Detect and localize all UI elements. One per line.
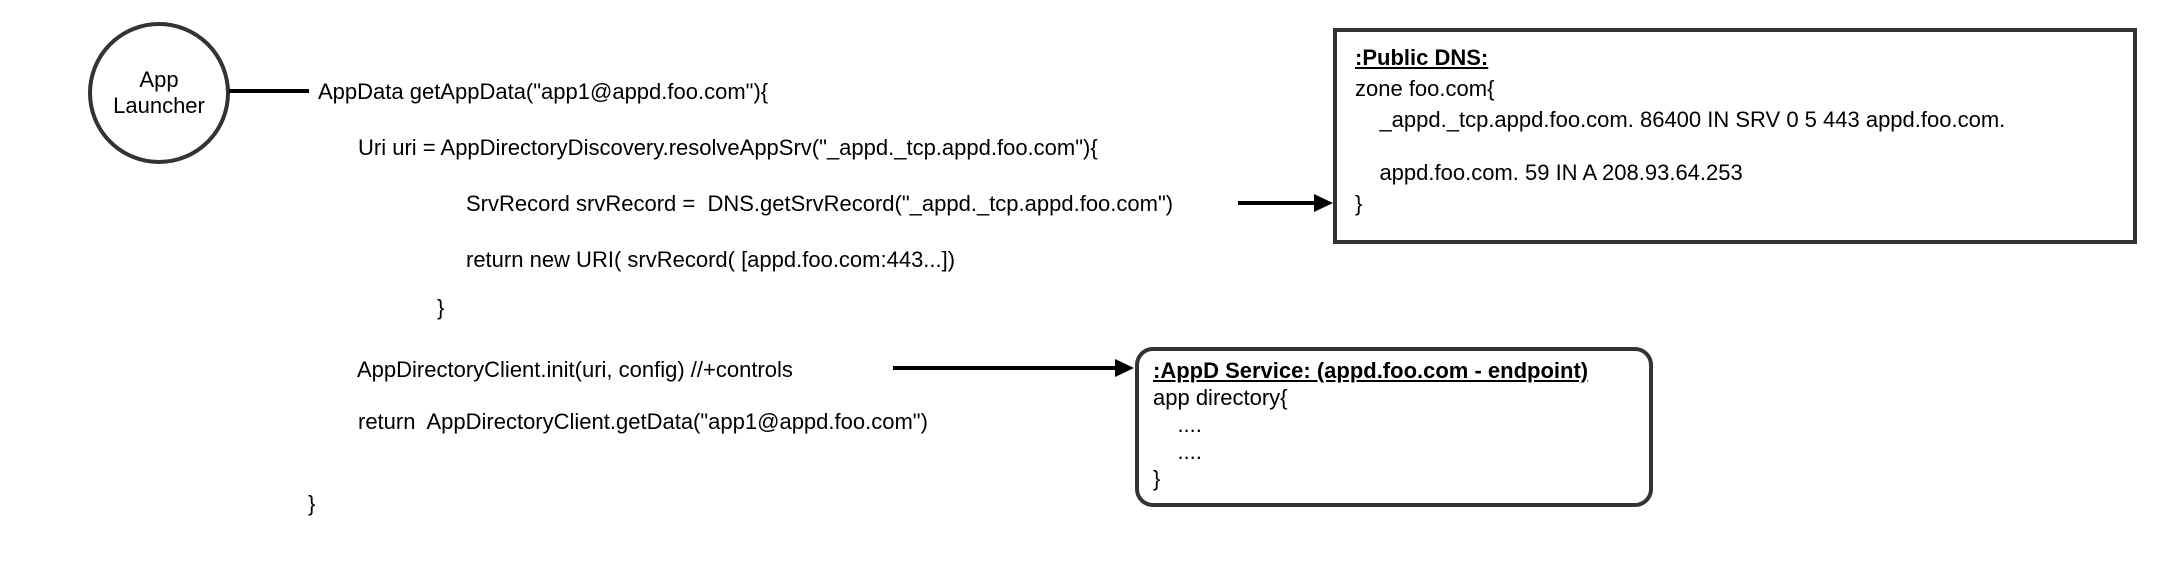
appd-service-box: :AppD Service: (appd.foo.com - endpoint)… — [1135, 347, 1653, 507]
appd-directory-line: app directory{ — [1153, 385, 1288, 410]
code-line-getsrvrecord: SrvRecord srvRecord = DNS.getSrvRecord("… — [466, 191, 1174, 216]
code-line-resolveappsrv: Uri uri = AppDirectoryDiscovery.resolveA… — [358, 135, 1098, 160]
public-dns-box: :Public DNS: zone foo.com{ _appd._tcp.ap… — [1333, 28, 2137, 244]
client-init-arrow-head — [1115, 359, 1134, 377]
app-launcher-label: App Launcher — [113, 67, 205, 118]
appd-dots-line-2: .... — [1153, 439, 1202, 464]
appd-service-box-title: :AppD Service: (appd.foo.com - endpoint) — [1153, 358, 1589, 383]
code-line-outer-closing-brace: } — [308, 491, 316, 516]
app-launcher-actor: App Launcher — [88, 22, 230, 164]
code-line-client-init: AppDirectoryClient.init(uri, config) //+… — [357, 357, 793, 382]
dns-srv-record-line: _appd._tcp.appd.foo.com. 86400 IN SRV 0 … — [1355, 107, 2006, 132]
dns-closing-brace: } — [1355, 191, 1363, 216]
dns-blank-line — [1355, 135, 2115, 157]
actor-connector-line — [229, 89, 309, 93]
appd-dots-line-1: .... — [1153, 412, 1202, 437]
dns-zone-line: zone foo.com{ — [1355, 76, 1495, 101]
code-line-getappdata: AppData getAppData("app1@appd.foo.com"){ — [318, 79, 769, 104]
appd-closing-brace: } — [1153, 466, 1161, 491]
srv-lookup-arrow-line — [1238, 201, 1316, 205]
public-dns-box-title: :Public DNS: — [1355, 45, 1489, 70]
dns-a-record-line: appd.foo.com. 59 IN A 208.93.64.253 — [1355, 160, 1743, 185]
code-line-inner-closing-brace: } — [437, 295, 445, 320]
client-init-arrow-line — [893, 366, 1117, 370]
code-line-return-new-uri: return new URI( srvRecord( [appd.foo.com… — [466, 247, 956, 272]
code-line-return-getdata: return AppDirectoryClient.getData("app1@… — [358, 409, 928, 434]
srv-lookup-arrow-head — [1314, 194, 1333, 212]
